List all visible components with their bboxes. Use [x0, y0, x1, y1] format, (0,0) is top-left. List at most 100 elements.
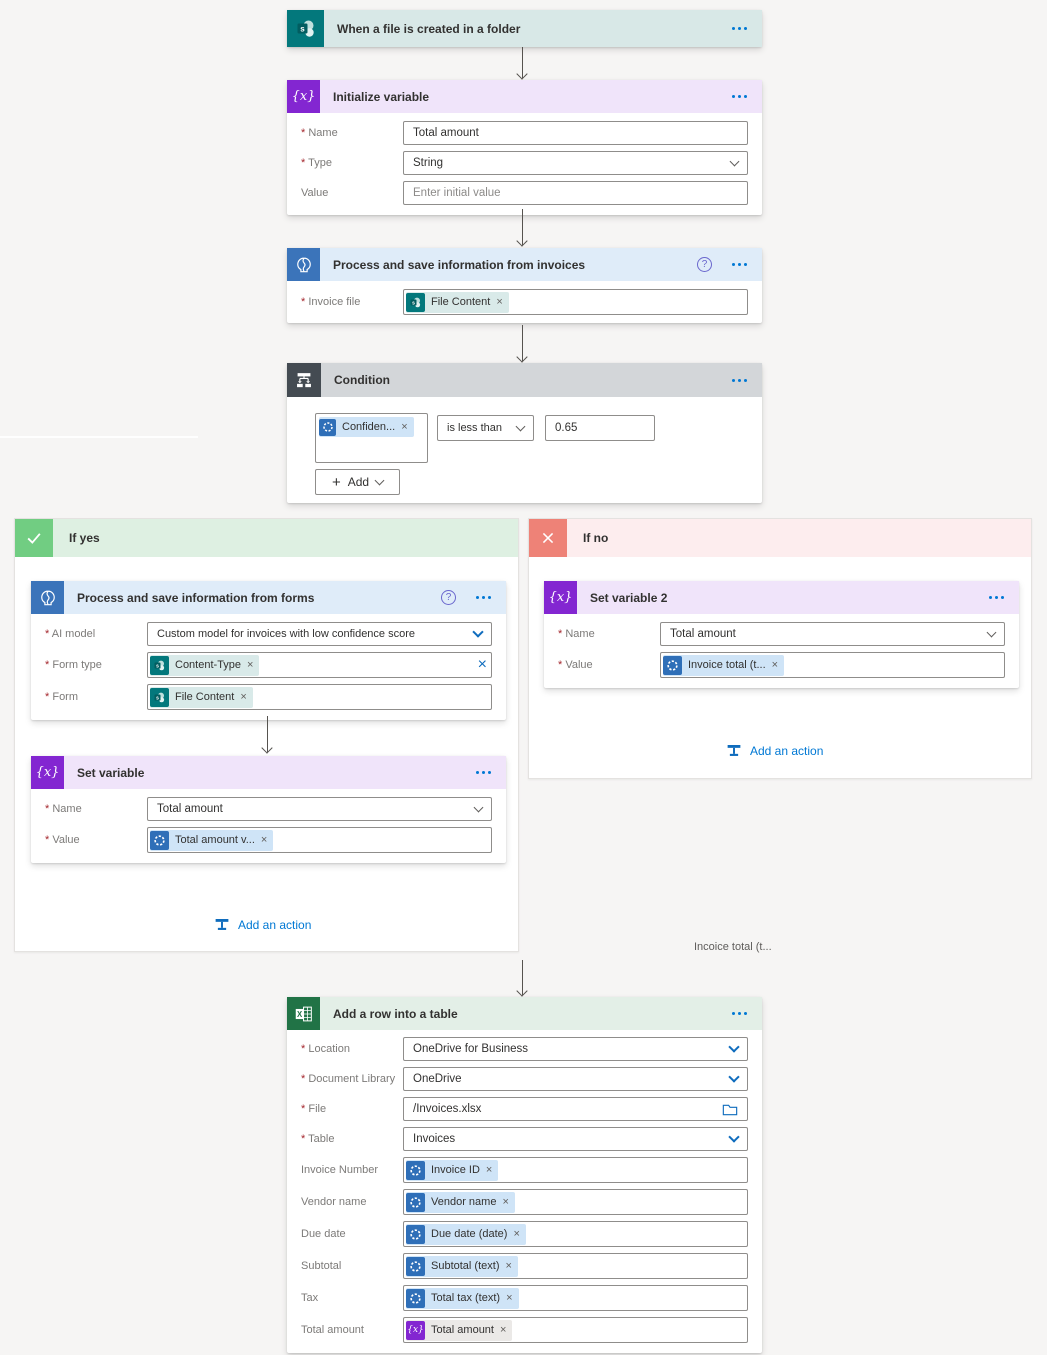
total-amount-value-token[interactable]: Total amount v... [150, 829, 274, 851]
add-row-menu-icon[interactable] [726, 1006, 762, 1021]
connector-arrow [522, 960, 523, 995]
trigger-menu-icon[interactable] [726, 21, 762, 36]
total-amount-input[interactable]: {x} Total amount [403, 1317, 748, 1343]
field-label-document-library: Document Library [301, 1073, 403, 1085]
initialize-variable-title: Initialize variable [333, 89, 430, 104]
field-label-form: Form [45, 691, 147, 703]
remove-token-icon[interactable] [486, 1165, 492, 1176]
if-yes-add-action-button[interactable]: Add an action [213, 916, 311, 934]
condition-header[interactable]: Condition [287, 363, 762, 397]
variable-type-select[interactable]: String [403, 151, 748, 175]
if-yes-branch: If yes Process and save information from… [14, 518, 519, 952]
add-row-title: Add a row into a table [333, 1006, 458, 1021]
field-label-name: Name [301, 127, 403, 139]
connector-arrow [522, 47, 523, 78]
condition-menu-icon[interactable] [726, 373, 762, 388]
svg-text:s: s [156, 663, 159, 669]
form-type-input[interactable]: s Content-Type [147, 652, 492, 678]
set-variable-title: Set variable [77, 765, 145, 780]
form-input[interactable]: s File Content [147, 684, 492, 710]
set-variable-2-value-input[interactable]: Invoice total (t... [660, 652, 1005, 678]
location-select[interactable]: OneDrive for Business [403, 1037, 748, 1061]
remove-token-icon[interactable] [496, 297, 502, 308]
remove-token-icon[interactable] [401, 422, 407, 433]
invoice-number-input[interactable]: Invoice ID [403, 1157, 748, 1183]
condition-icon [287, 363, 321, 397]
set-variable-value-input[interactable]: Total amount v... [147, 827, 492, 853]
folder-picker-icon[interactable] [722, 1102, 738, 1116]
process-forms-menu-icon[interactable] [470, 590, 506, 605]
ai-builder-token-icon [663, 655, 682, 675]
table-select[interactable]: Invoices [403, 1127, 748, 1151]
ai-builder-token-icon [406, 1224, 425, 1244]
trigger-title: When a file is created in a folder [337, 21, 521, 36]
if-yes-header[interactable]: If yes [15, 519, 518, 557]
content-type-token[interactable]: s Content-Type [150, 654, 260, 676]
clear-field-icon[interactable] [476, 657, 489, 673]
field-label-due-date: Due date [301, 1228, 346, 1240]
due-date-token[interactable]: Due date (date) [406, 1223, 526, 1245]
initialize-variable-menu-icon[interactable] [726, 89, 762, 104]
process-invoices-menu-icon[interactable] [726, 257, 762, 272]
confidence-token[interactable]: Confiden... [319, 417, 414, 437]
remove-token-icon[interactable] [505, 1261, 511, 1272]
ai-model-select[interactable]: Custom model for invoices with low confi… [147, 622, 492, 646]
remove-token-icon[interactable] [513, 1229, 519, 1240]
trigger-card-header[interactable]: s When a file is created in a folder [287, 10, 762, 47]
due-date-input[interactable]: Due date (date) [403, 1221, 748, 1247]
condition-left-operand-input[interactable]: Confiden... [315, 413, 428, 463]
chevron-down-icon [728, 1131, 740, 1143]
connector-arrow [522, 325, 523, 361]
initialize-variable-header[interactable]: {x} Initialize variable [287, 80, 762, 113]
set-variable-name-select[interactable]: Total amount [147, 797, 492, 821]
help-icon[interactable] [697, 257, 712, 272]
condition-card: Condition Confiden... is less than [287, 363, 762, 503]
remove-token-icon[interactable] [261, 835, 267, 846]
field-label-invoice-file: Invoice file [301, 296, 403, 308]
if-no-add-action-button[interactable]: Add an action [725, 742, 823, 760]
field-label-name: Name [45, 803, 147, 815]
invoice-file-input[interactable]: s File Content [403, 289, 748, 315]
remove-token-icon[interactable] [240, 692, 246, 703]
set-variable-2-name-select[interactable]: Total amount [660, 622, 1005, 646]
field-label-form-type: Form type [45, 659, 147, 671]
subtotal-token[interactable]: Subtotal (text) [406, 1255, 518, 1277]
invoice-total-token[interactable]: Invoice total (t... [663, 654, 785, 676]
condition-add-button[interactable]: Add [315, 469, 400, 495]
remove-token-icon[interactable] [502, 1197, 508, 1208]
set-variable-2-header[interactable]: {x} Set variable 2 [544, 581, 1019, 614]
set-variable-menu-icon[interactable] [470, 765, 506, 780]
remove-token-icon[interactable] [247, 660, 253, 671]
total-amount-variable-token[interactable]: {x} Total amount [406, 1319, 513, 1341]
subtotal-input[interactable]: Subtotal (text) [403, 1253, 748, 1279]
document-library-select[interactable]: OneDrive [403, 1067, 748, 1091]
remove-token-icon[interactable] [500, 1325, 506, 1336]
chevron-down-icon [728, 1041, 740, 1053]
vendor-name-input[interactable]: Vendor name [403, 1189, 748, 1215]
variable-value-input[interactable] [403, 181, 748, 205]
condition-operator-select[interactable]: is less than [437, 415, 534, 441]
ai-builder-icon [287, 248, 320, 281]
vendor-name-token[interactable]: Vendor name [406, 1191, 515, 1213]
process-invoices-header[interactable]: Process and save information from invoic… [287, 248, 762, 281]
help-icon[interactable] [441, 590, 456, 605]
remove-token-icon[interactable] [772, 660, 778, 671]
add-row-header[interactable]: X Add a row into a table [287, 997, 762, 1030]
tax-input[interactable]: Total tax (text) [403, 1285, 748, 1311]
file-content-token[interactable]: s File Content [150, 686, 253, 708]
set-variable-card: {x} Set variable Name Total amount Value [31, 756, 506, 863]
set-variable-header[interactable]: {x} Set variable [31, 756, 506, 789]
if-no-header[interactable]: If no [529, 519, 1031, 557]
chevron-down-icon [728, 1071, 740, 1083]
set-variable-2-menu-icon[interactable] [983, 590, 1019, 605]
variable-name-input[interactable]: Total amount [403, 121, 748, 145]
remove-token-icon[interactable] [506, 1293, 512, 1304]
svg-text:s: s [412, 300, 415, 306]
invoice-id-token[interactable]: Invoice ID [406, 1159, 499, 1181]
process-forms-header[interactable]: Process and save information from forms [31, 581, 506, 614]
condition-right-operand-input[interactable]: 0.65 [545, 415, 655, 441]
total-tax-token[interactable]: Total tax (text) [406, 1287, 519, 1309]
file-content-token[interactable]: s File Content [406, 291, 509, 313]
file-input[interactable]: /Invoices.xlsx [403, 1097, 748, 1121]
